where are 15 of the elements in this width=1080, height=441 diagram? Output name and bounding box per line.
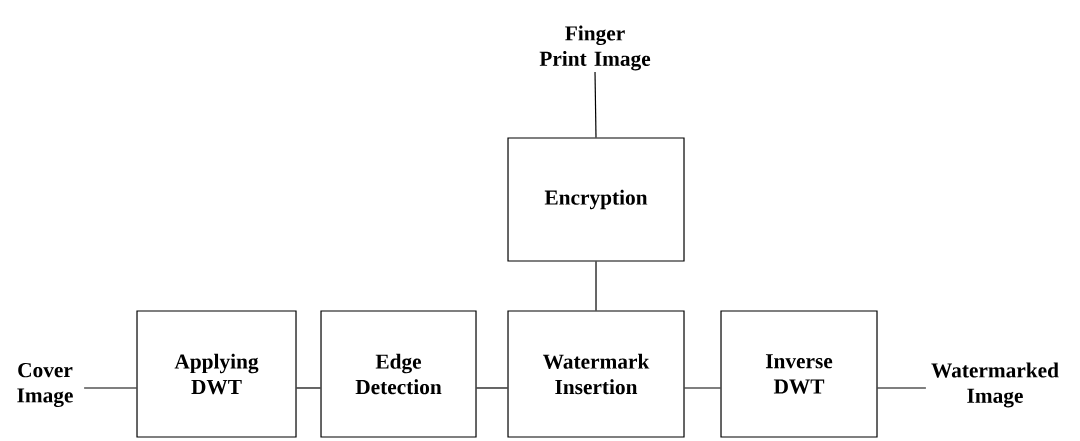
process-box: Inverse DWT: [720, 310, 878, 438]
process-box: Watermark Insertion: [507, 310, 685, 438]
connector-line: [595, 261, 597, 311]
process-box: Encryption: [507, 137, 685, 262]
io-label: Finger Print Image: [539, 25, 651, 71]
connector-line: [594, 71, 597, 138]
io-label: Watermarked Image: [931, 362, 1059, 408]
connector-line: [296, 387, 321, 389]
process-box: Edge Detection: [320, 310, 477, 438]
process-box: Applying DWT: [136, 310, 297, 438]
connector-line: [684, 387, 721, 389]
connector-line: [83, 387, 137, 389]
connector-line: [476, 387, 508, 389]
io-label: Cover Image: [17, 362, 73, 408]
connector-line: [877, 387, 927, 389]
